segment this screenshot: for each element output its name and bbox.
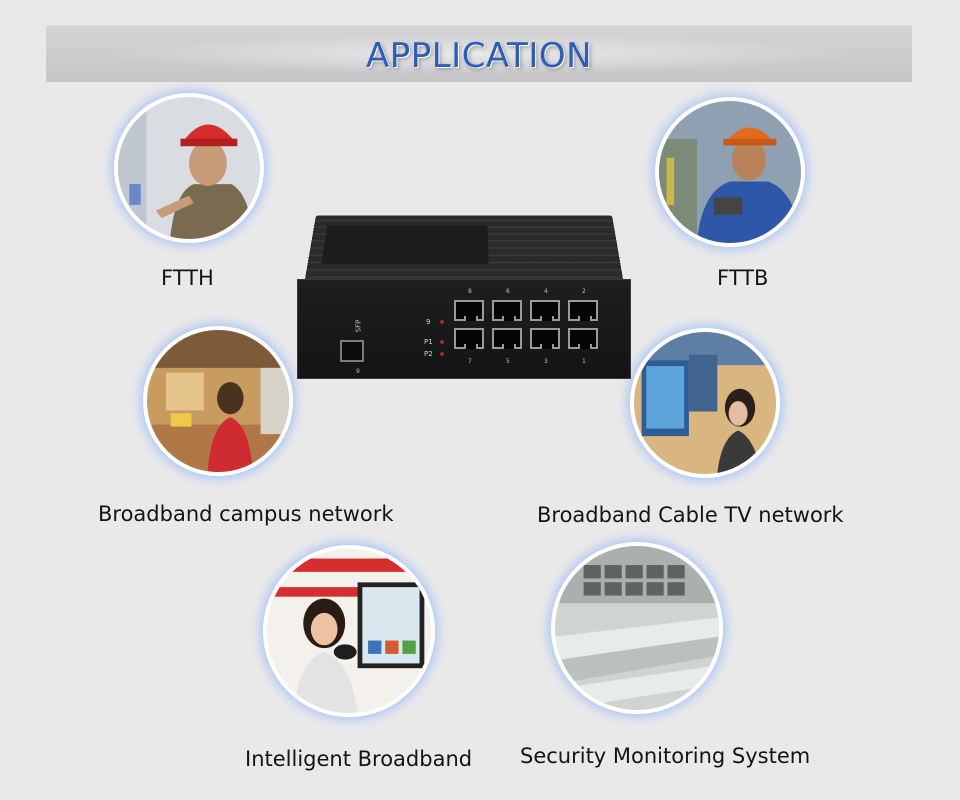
port-number: 2	[582, 288, 586, 295]
port-number: 1	[582, 358, 586, 365]
port-number: 5	[506, 358, 510, 365]
campus-photo	[143, 326, 293, 476]
rj45-port-2	[568, 300, 598, 321]
cable-tv-label: Broadband Cable TV network	[537, 503, 844, 527]
industrial-switch: SFP 9 9 P1 P2 8 6 4 2 7 5 3 1	[297, 207, 631, 379]
sfp-text: SFP	[354, 319, 363, 333]
switch-top-heatsink	[305, 215, 623, 279]
rj45-port-8	[454, 300, 484, 321]
port-number: 3	[544, 358, 548, 365]
fttb-label: FTTB	[717, 266, 769, 290]
rj45-port-5	[492, 328, 522, 349]
rj45-port-4	[530, 300, 560, 321]
port-number: 4	[544, 288, 548, 295]
led-label-p1: P1	[424, 338, 433, 346]
switch-front-panel: SFP 9 9 P1 P2 8 6 4 2 7 5 3 1	[297, 279, 631, 379]
sfp-port-number: 9	[356, 368, 360, 375]
intelligent-broadband-photo	[263, 545, 435, 717]
cable-tv-photo	[630, 328, 780, 478]
rj45-port-6	[492, 300, 522, 321]
sfp-port	[340, 340, 364, 362]
rj45-port-1	[568, 328, 598, 349]
led-p2	[440, 352, 444, 356]
rj45-port-7	[454, 328, 484, 349]
security-monitoring-label: Security Monitoring System	[520, 744, 811, 768]
security-monitoring-photo	[551, 542, 723, 714]
switch-spec-label	[321, 225, 489, 265]
intelligent-broadband-label: Intelligent Broadband	[245, 747, 473, 771]
ftth-photo	[114, 93, 264, 243]
port-number: 7	[468, 358, 472, 365]
page-title: APPLICATION	[365, 36, 593, 76]
led-label-9: 9	[426, 318, 431, 326]
led-label-p2: P2	[424, 350, 433, 358]
led-p1	[440, 340, 444, 344]
port-number: 6	[506, 288, 510, 295]
ftth-label: FTTH	[161, 266, 214, 290]
rj45-port-3	[530, 328, 560, 349]
campus-label: Broadband campus network	[98, 502, 394, 526]
fttb-photo	[655, 97, 805, 247]
banner-glow	[106, 34, 856, 74]
application-banner: APPLICATION	[46, 25, 912, 82]
port-number: 8	[468, 288, 472, 295]
led-9	[440, 320, 444, 324]
